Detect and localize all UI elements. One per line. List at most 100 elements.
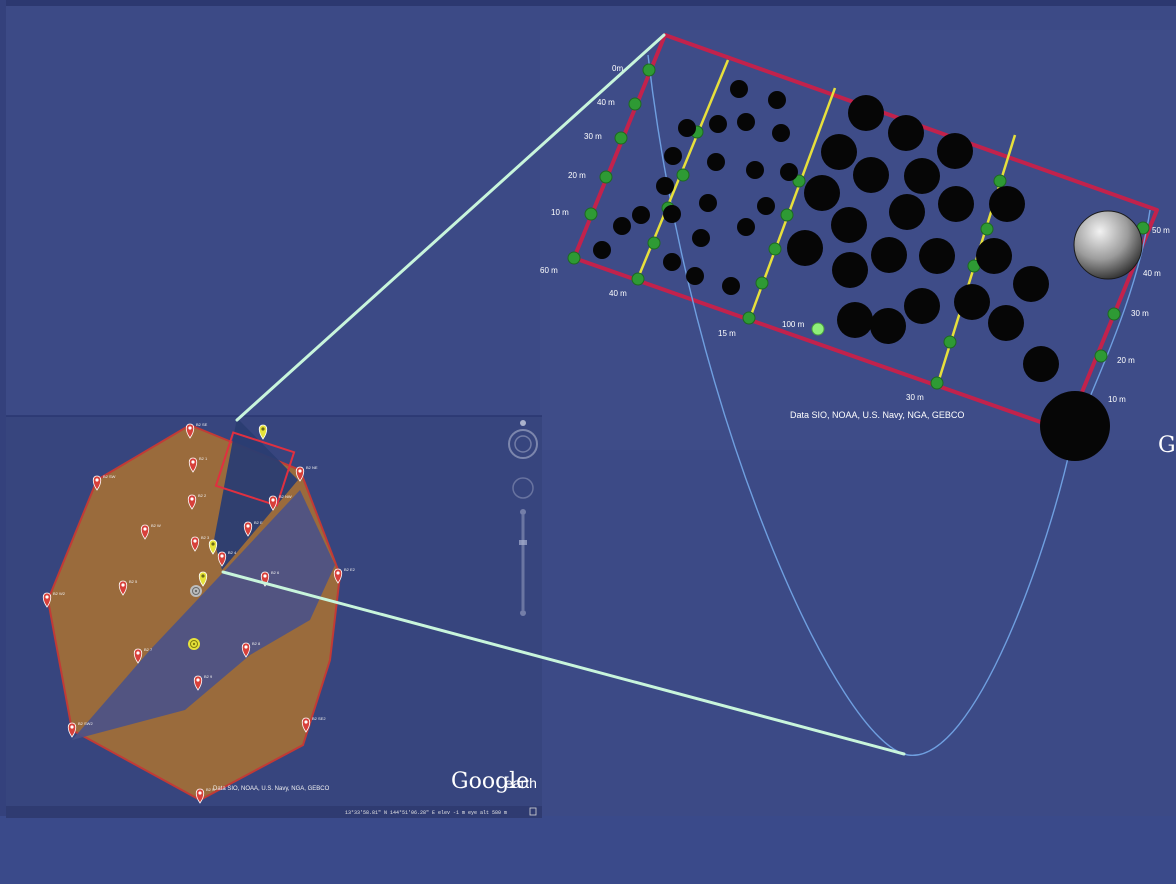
survey-marker [930, 376, 944, 390]
pin-marker-icon[interactable]: B2 2 [187, 493, 207, 510]
compass-ring-icon[interactable] [508, 429, 538, 459]
logo-earth: earth [505, 775, 537, 791]
map-controls [508, 420, 538, 616]
survey-marker [599, 170, 613, 184]
pin-marker-icon[interactable]: B2 1 [188, 456, 208, 473]
svg-text:B2 6: B2 6 [271, 570, 280, 575]
zoom-slider-thumb[interactable] [519, 540, 527, 545]
svg-text:B2 W: B2 W [151, 523, 161, 528]
label-corner-left: 60 m [540, 266, 558, 275]
top-frame [0, 0, 1176, 6]
pin-marker-icon[interactable]: B2 8 [241, 641, 261, 658]
svg-text:B2 1: B2 1 [199, 456, 208, 461]
black-dot [663, 253, 681, 271]
help-icon[interactable] [529, 807, 537, 816]
survey-marker [676, 168, 690, 182]
bottom-strip [0, 816, 1176, 884]
black-dot [1013, 266, 1049, 302]
black-dot [871, 237, 907, 273]
black-dot [938, 186, 974, 222]
black-dot [780, 163, 798, 181]
pin-marker-icon[interactable]: B2 NW [268, 494, 292, 511]
svg-text:B2 7: B2 7 [144, 647, 153, 652]
pin-marker-icon[interactable]: B2 4 [217, 550, 237, 567]
pin-marker-icon[interactable]: B2 SW2 [67, 721, 93, 738]
black-dot [722, 277, 740, 295]
label-right: 50 m [1152, 226, 1170, 235]
svg-text:B2 8: B2 8 [252, 641, 261, 646]
survey-marker [614, 131, 628, 145]
black-dot [730, 80, 748, 98]
black-dot [787, 230, 823, 266]
look-joystick-icon[interactable] [512, 477, 534, 499]
black-dot [988, 305, 1024, 341]
pin-marker-icon[interactable]: B2 SW [92, 474, 116, 491]
black-dots [593, 80, 1110, 461]
pin-marker-icon[interactable]: B2 NE [295, 465, 318, 482]
pin-marker-icon[interactable]: B2 5 [118, 579, 138, 596]
pin-marker-icon[interactable]: B2 SE2 [301, 716, 326, 733]
black-dot [853, 157, 889, 193]
logo-google: Google [451, 769, 529, 794]
black-dot [954, 284, 990, 320]
pin-marker-icon[interactable]: B2 7 [133, 647, 153, 664]
yellow-pin-icon[interactable] [258, 424, 268, 440]
black-dot [656, 177, 674, 195]
grey-sphere [1073, 210, 1143, 280]
svg-text:B2 NE: B2 NE [306, 465, 318, 470]
svg-text:B2 SE2: B2 SE2 [312, 716, 326, 721]
pin-markers: B2 SE B2 SW B2 1 B2 2 B2 NE B2 NW B2 W B… [42, 422, 356, 804]
black-dot [686, 267, 704, 285]
thin-curve [647, 54, 1151, 756]
pin-marker-icon[interactable]: B2 W [140, 523, 161, 540]
black-dot [737, 218, 755, 236]
target-icon[interactable] [188, 638, 200, 650]
yellow-pin-icon[interactable] [198, 571, 208, 587]
survey-marker [742, 311, 756, 325]
label-left: 10 m [551, 208, 569, 217]
pin-marker-icon[interactable]: B2 SE [185, 422, 208, 439]
zoom-plus-icon[interactable] [520, 509, 526, 515]
black-dot [831, 207, 867, 243]
black-dot [709, 115, 727, 133]
label-bottom: 40 m [609, 289, 627, 298]
black-dot [707, 153, 725, 171]
black-dot [663, 205, 681, 223]
status-bar-text: 13°33'58.81" N 144°51'06.28" E elev -1 m… [345, 810, 507, 816]
black-dot [976, 238, 1012, 274]
svg-text:B2 3: B2 3 [201, 535, 210, 540]
survey-marker [943, 335, 957, 349]
svg-text:B2 5: B2 5 [129, 579, 138, 584]
pin-marker-icon[interactable]: B2 S [195, 787, 215, 804]
label-right: 20 m [1117, 356, 1135, 365]
black-dot [613, 217, 631, 235]
pin-marker-icon[interactable]: B2 9 [193, 674, 213, 691]
gray-swath [72, 490, 335, 740]
label-right: 40 m [1143, 269, 1161, 278]
black-dot [848, 95, 884, 131]
black-dot [768, 91, 786, 109]
zoom-minus-icon[interactable] [520, 610, 526, 616]
black-dot [804, 175, 840, 211]
black-dot [772, 124, 790, 142]
black-dot [757, 197, 775, 215]
black-dot [919, 238, 955, 274]
yellow-pin-icon[interactable] [208, 539, 218, 555]
pin-marker-icon[interactable]: B2 W2 [42, 591, 66, 608]
pin-marker-icon[interactable]: B2 3 [190, 535, 210, 552]
black-dot [889, 194, 925, 230]
pin-marker-icon[interactable]: B2 E [243, 520, 263, 537]
black-dot [1040, 391, 1110, 461]
survey-marker [631, 272, 645, 286]
label-left: 30 m [584, 132, 602, 141]
connector-line-top [235, 33, 666, 422]
svg-text:B2 S: B2 S [206, 787, 215, 792]
pin-marker-icon[interactable]: B2 E2 [333, 567, 356, 584]
survey-marker [1107, 307, 1121, 321]
target-icon[interactable] [190, 585, 202, 597]
black-dot [692, 229, 710, 247]
connector-line-bottom [221, 570, 906, 756]
black-dot [937, 133, 973, 169]
black-dot [1023, 346, 1059, 382]
